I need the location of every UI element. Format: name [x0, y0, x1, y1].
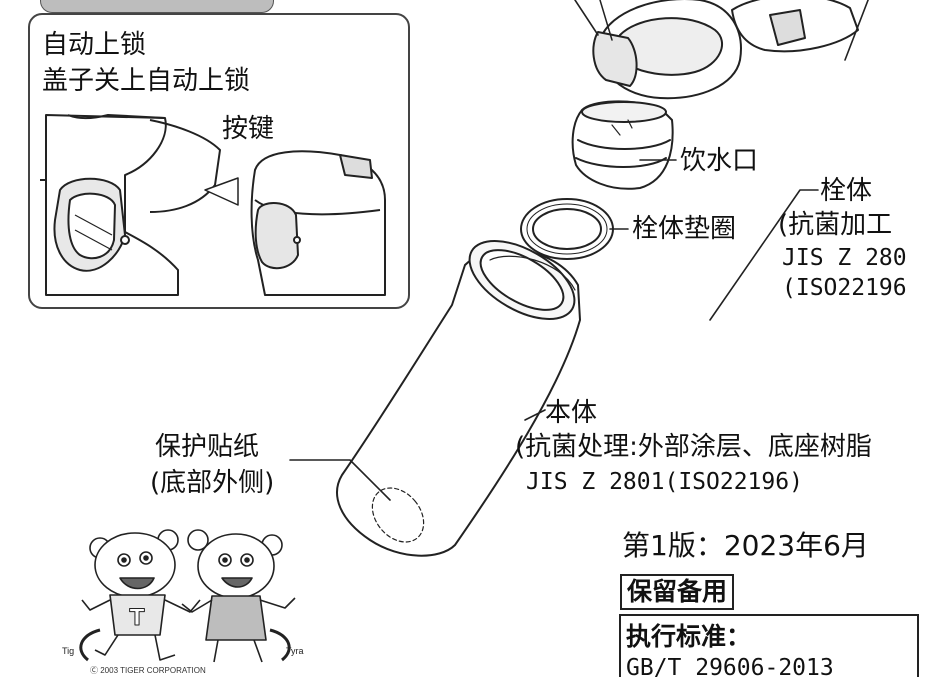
- lid-illustration: [592, 0, 859, 100]
- section-tab: [40, 0, 274, 13]
- main-body-label: 本体: [545, 398, 598, 428]
- sticker-note: (底部外侧): [150, 468, 275, 498]
- button-label: 按键: [222, 114, 275, 144]
- auto-lock-callout: [28, 13, 410, 309]
- plug-note-2: JIS Z 280: [782, 245, 907, 271]
- spout-illustration: [571, 100, 674, 190]
- bottle-illustration: [336, 240, 581, 557]
- spout-label: 饮水口: [680, 146, 759, 176]
- plug-note-3: (ISO22196: [782, 275, 907, 301]
- mascot-right-name: Tyra: [286, 646, 304, 656]
- gasket-illustration: [520, 198, 614, 260]
- svg-text:T: T: [129, 606, 144, 631]
- edition-text: 第1版：2023年6月: [622, 529, 869, 562]
- plug-body-label: 栓体: [820, 176, 873, 206]
- plug-gasket-label: 栓体垫圈: [632, 214, 737, 244]
- plug-note-1: (抗菌加工: [778, 210, 893, 240]
- main-body-note-1: (抗菌处理:外部涂层、底座树脂: [515, 432, 872, 462]
- main-body-note-2: JIS Z 2801(ISO22196): [526, 469, 803, 495]
- callout-subtitle: 盖子关上自动上锁: [42, 66, 251, 96]
- standard-value: GB/T 29606-2013: [626, 655, 834, 681]
- sticker-label: 保护贴纸: [155, 432, 260, 462]
- reserved-box: 保留备用: [620, 574, 735, 610]
- standard-title: 执行标准：: [626, 622, 752, 651]
- callout-title: 自动上锁: [42, 30, 147, 60]
- mascot-illustrations: T: [79, 529, 296, 663]
- copyright-text: Ⓒ 2003 TIGER CORPORATION: [90, 666, 206, 675]
- mascot-left-name: Tig: [62, 646, 75, 656]
